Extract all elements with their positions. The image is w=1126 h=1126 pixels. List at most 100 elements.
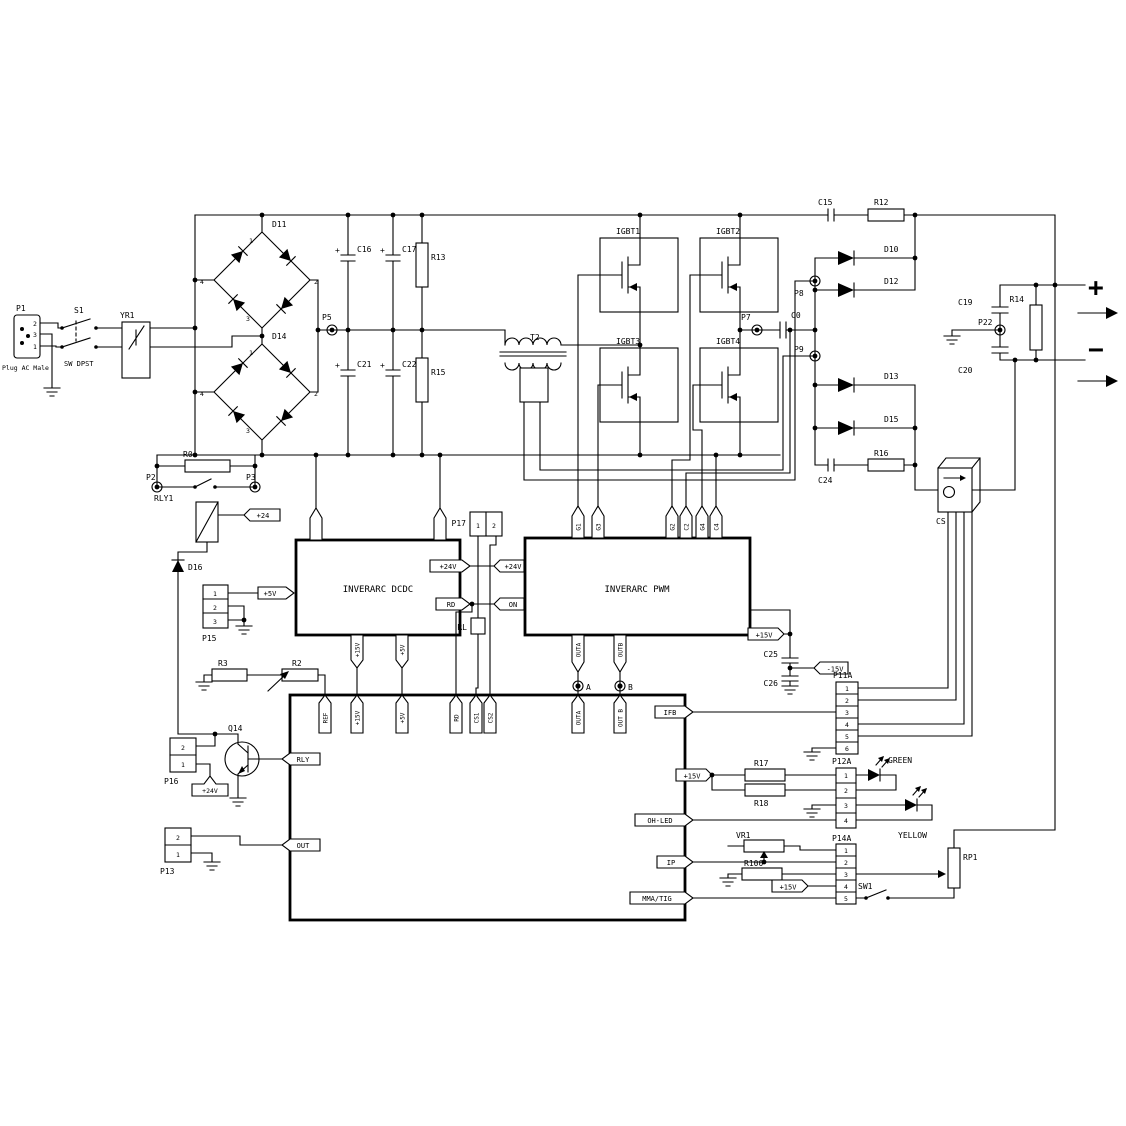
connector-p15: 1 2 3 P15 +5V xyxy=(202,584,295,643)
board-ip-tag xyxy=(656,855,694,869)
q14-label: Q14 xyxy=(228,724,243,733)
r14-label: R14 xyxy=(1010,295,1025,304)
pwm-module: INVERARC PWM +24V ON G1 G3 G2 C2 G4 C4 O… xyxy=(493,504,752,692)
connector-p11a: 1 2 3 4 5 6 P11A xyxy=(833,671,859,755)
r3-label: R3 xyxy=(218,659,228,668)
c19-label: C19 xyxy=(958,298,973,307)
p9-label: P9 xyxy=(794,345,804,354)
rl-label: RL xyxy=(457,623,467,632)
d15-label: D15 xyxy=(884,415,899,424)
p16-24v-label: +24V xyxy=(202,787,218,795)
p1-caption: Plug AC Male xyxy=(2,364,49,372)
igbt1: IGBT1 xyxy=(599,227,679,313)
board-ohled-tag xyxy=(634,813,694,827)
board-ifb-tag xyxy=(654,705,694,719)
r16-label: R16 xyxy=(874,449,889,458)
p14a-pin1: 1 xyxy=(844,847,848,855)
p3-label: P3 xyxy=(246,473,256,482)
pwm-g3-label: G3 xyxy=(596,523,603,531)
plus24-flag xyxy=(243,508,281,522)
r12-resistor xyxy=(867,208,905,222)
c26-label: C26 xyxy=(764,679,779,688)
bridge-d11: D11 1 2 3 4 xyxy=(200,220,318,329)
pwm-outb-label: OUTB xyxy=(618,642,625,657)
switch-s1: S1 SW DPST xyxy=(60,306,98,368)
varistor-yr1: YR1 xyxy=(120,311,151,379)
dcdc-rd-label: RD xyxy=(447,601,455,609)
d12-label: D12 xyxy=(884,277,899,286)
board-outb-label: OUT B xyxy=(618,709,625,727)
setting-circuit: VR1 1 2 3 4 5 P14A R100 +15V RP1 SW1 xyxy=(736,831,978,905)
igbt2: IGBT2 xyxy=(699,227,779,313)
c0-label: C0 xyxy=(791,311,801,320)
r0-label: R0 xyxy=(183,450,193,459)
pwm-title: INVERARC PWM xyxy=(604,585,670,595)
p11a-label: P11A xyxy=(833,671,852,680)
c22-plus: + xyxy=(380,361,385,370)
c16-label: C16 xyxy=(357,245,372,254)
p12a-pin2: 2 xyxy=(844,787,848,795)
board-ohled-label: OH-LED xyxy=(647,817,672,825)
blocking-cap-c0: C0 P7 xyxy=(741,311,801,322)
p7-label: P7 xyxy=(741,313,751,322)
board-out-tag xyxy=(281,838,321,852)
r100-label: R100 xyxy=(744,859,763,868)
wires-dc-bus xyxy=(156,214,829,456)
board-outa-label: OUTA xyxy=(576,710,583,725)
p8-label: P8 xyxy=(794,289,804,298)
output-rectifier: C15 R12 D10 D12 D13 D15 C24 R16 P8 P9 xyxy=(794,198,905,485)
connector-p17: 1 2 P17 RL xyxy=(452,511,503,635)
p12a-label: P12A xyxy=(832,757,851,766)
r17-label: R17 xyxy=(754,759,769,768)
ground-symbols xyxy=(43,335,961,887)
board-cs1-label: CS1 xyxy=(474,712,481,723)
board-cs2-tag xyxy=(483,694,497,734)
pwm-g1-label: G1 xyxy=(576,523,583,531)
main-control-board: REF +15V +5V RD CS1 CS2 OUTA OUT B RLY O… xyxy=(281,693,694,922)
p17-pin1: 1 xyxy=(476,522,480,530)
p16-pin1: 1 xyxy=(181,761,185,769)
d10-label: D10 xyxy=(884,245,899,254)
c17-label: C17 xyxy=(402,245,417,254)
pwm-on-tag xyxy=(493,597,525,611)
r18-resistor xyxy=(744,783,786,797)
p1-pin3: 3 xyxy=(33,331,37,339)
sw1-label: SW1 xyxy=(858,882,873,891)
r13-resistor xyxy=(415,242,429,288)
board-rd-tag xyxy=(449,694,463,734)
d16-label: D16 xyxy=(188,563,203,572)
s1-caption: SW DPST xyxy=(64,360,94,368)
pwm-g2-tag xyxy=(665,504,679,539)
pwm-g4-label: G4 xyxy=(700,523,707,531)
board-15v-tag xyxy=(350,694,364,734)
board-mmatig-tag xyxy=(629,891,694,905)
panel-15v-label-2: +15V xyxy=(780,884,798,892)
t2-label: T2 xyxy=(530,333,540,342)
pwm-c2-tag xyxy=(679,504,693,539)
current-sensor-cs: CS xyxy=(936,457,981,526)
p1-label: P1 xyxy=(16,304,26,313)
plug-p1: P1 2 3 1 Plug AC Male xyxy=(2,304,49,372)
igbt4: IGBT4 xyxy=(699,337,779,423)
rly1-label: RLY1 xyxy=(154,494,173,503)
minus-arrow-icon xyxy=(1106,375,1118,387)
bridge-d14: D14 1 2 3 4 xyxy=(200,332,318,441)
p17-pin2: 2 xyxy=(492,522,496,530)
board-cs2-label: CS2 xyxy=(488,712,495,723)
igbt3: IGBT3 xyxy=(599,337,679,423)
aux-m15v-flag xyxy=(813,661,849,675)
panel-15v-flag-2 xyxy=(771,879,809,893)
aux-15v-supply: +15V -15V C25 C26 xyxy=(747,627,849,688)
p16-24v-flag xyxy=(191,775,229,797)
aux-p15v-flag xyxy=(747,627,785,641)
r0-resistor xyxy=(184,459,231,473)
p12a-pin4: 4 xyxy=(844,817,848,825)
r14-resistor xyxy=(1029,304,1043,351)
plus5v-label: +5V xyxy=(264,590,277,598)
igbt3-label: IGBT3 xyxy=(616,337,640,346)
plus24-label: +24 xyxy=(257,512,270,520)
pwm-g2-label: G2 xyxy=(670,523,677,531)
s1-label: S1 xyxy=(74,306,84,315)
